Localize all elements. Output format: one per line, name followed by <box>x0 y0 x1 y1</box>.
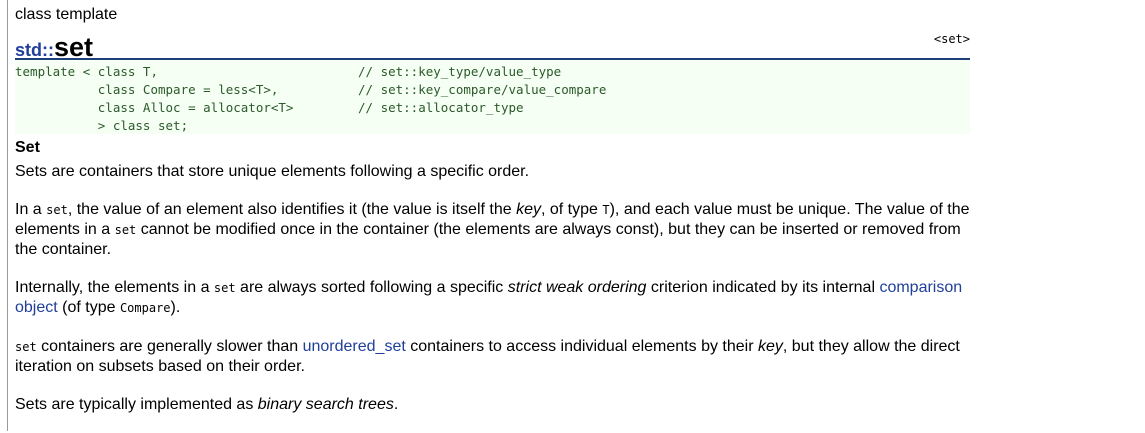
comparison-object-link[interactable]: comparison object <box>15 279 963 316</box>
inline-code: set <box>213 281 236 295</box>
text-run: (of type <box>57 299 120 316</box>
text-run: Sets are typically implemented as <box>15 396 258 413</box>
title-row: std::set <set> <box>15 25 970 62</box>
prototype-line: > class set; <box>15 117 970 135</box>
text-run: , the value of an element also identifie… <box>67 201 517 218</box>
header-reference: <set> <box>933 32 970 46</box>
text-run: ), and each value must be unique. The va… <box>15 201 970 238</box>
text-run: criterion indicated by its internal <box>646 279 880 296</box>
text-run: are always sorted following a specific <box>235 279 508 296</box>
prototype-line: class Compare = less<T>, // set::key_com… <box>15 81 970 99</box>
title-namespace: std:: <box>15 40 54 60</box>
text-run: containers are generally slower than <box>36 338 303 355</box>
emphasis: strict weak ordering <box>507 279 647 296</box>
inline-code: set <box>46 203 68 217</box>
prototype-code: > class set; <box>15 118 189 133</box>
description-paragraph-1: Sets are containers that store unique el… <box>15 163 530 180</box>
page-title: std::set <box>15 27 93 64</box>
inline-code: T <box>602 203 610 217</box>
description-paragraph-3: Internally, the elements in a set are al… <box>15 278 970 318</box>
text-run: Internally, the elements in a <box>15 279 214 296</box>
prototype-comment: // set::key_type/value_type <box>358 64 562 79</box>
entity-kind: class template <box>15 6 118 23</box>
prototype-code: class Compare = less<T>, <box>15 82 279 97</box>
prototype-comment: // set::key_compare/value_compare <box>358 82 607 97</box>
text-run: containers to access individual elements… <box>405 338 758 355</box>
text-run: . <box>393 396 399 413</box>
prototype-code: class Alloc = allocator<T> <box>15 100 294 115</box>
prototype-code: template < class T, <box>15 64 158 79</box>
text-run: cannot be modified once in the container… <box>15 221 961 258</box>
reference-article: class template std::set <set> template <… <box>15 5 970 433</box>
section-title: Set <box>15 139 40 156</box>
inline-code: Compare <box>119 301 171 315</box>
emphasis: binary search trees <box>257 396 394 413</box>
inline-code: set <box>15 340 37 354</box>
text-run: In a <box>15 201 47 218</box>
text-run: , but they allow the direct iteration on… <box>15 338 960 375</box>
description-paragraph-2: In a set, the value of an element also i… <box>15 200 970 259</box>
emphasis: key <box>757 338 783 355</box>
description-paragraph-5: Sets are typically implemented as binary… <box>15 395 970 414</box>
text-run: ). <box>170 299 181 316</box>
inline-code: set <box>114 223 137 237</box>
prototype-line: class Alloc = allocator<T> // set::alloc… <box>15 99 970 117</box>
template-prototype: template < class T, // set::key_type/val… <box>15 60 970 134</box>
title-name: set <box>54 32 94 62</box>
unordered-set-link[interactable]: unordered_set <box>302 338 406 355</box>
prototype-comment: // set::allocator_type <box>358 100 524 115</box>
text-run: , of type <box>540 201 603 218</box>
description-paragraph-4: set containers are generally slower than… <box>15 337 970 376</box>
left-border <box>7 0 8 431</box>
prototype-line: template < class T, // set::key_type/val… <box>15 63 970 81</box>
emphasis: key <box>516 201 541 218</box>
